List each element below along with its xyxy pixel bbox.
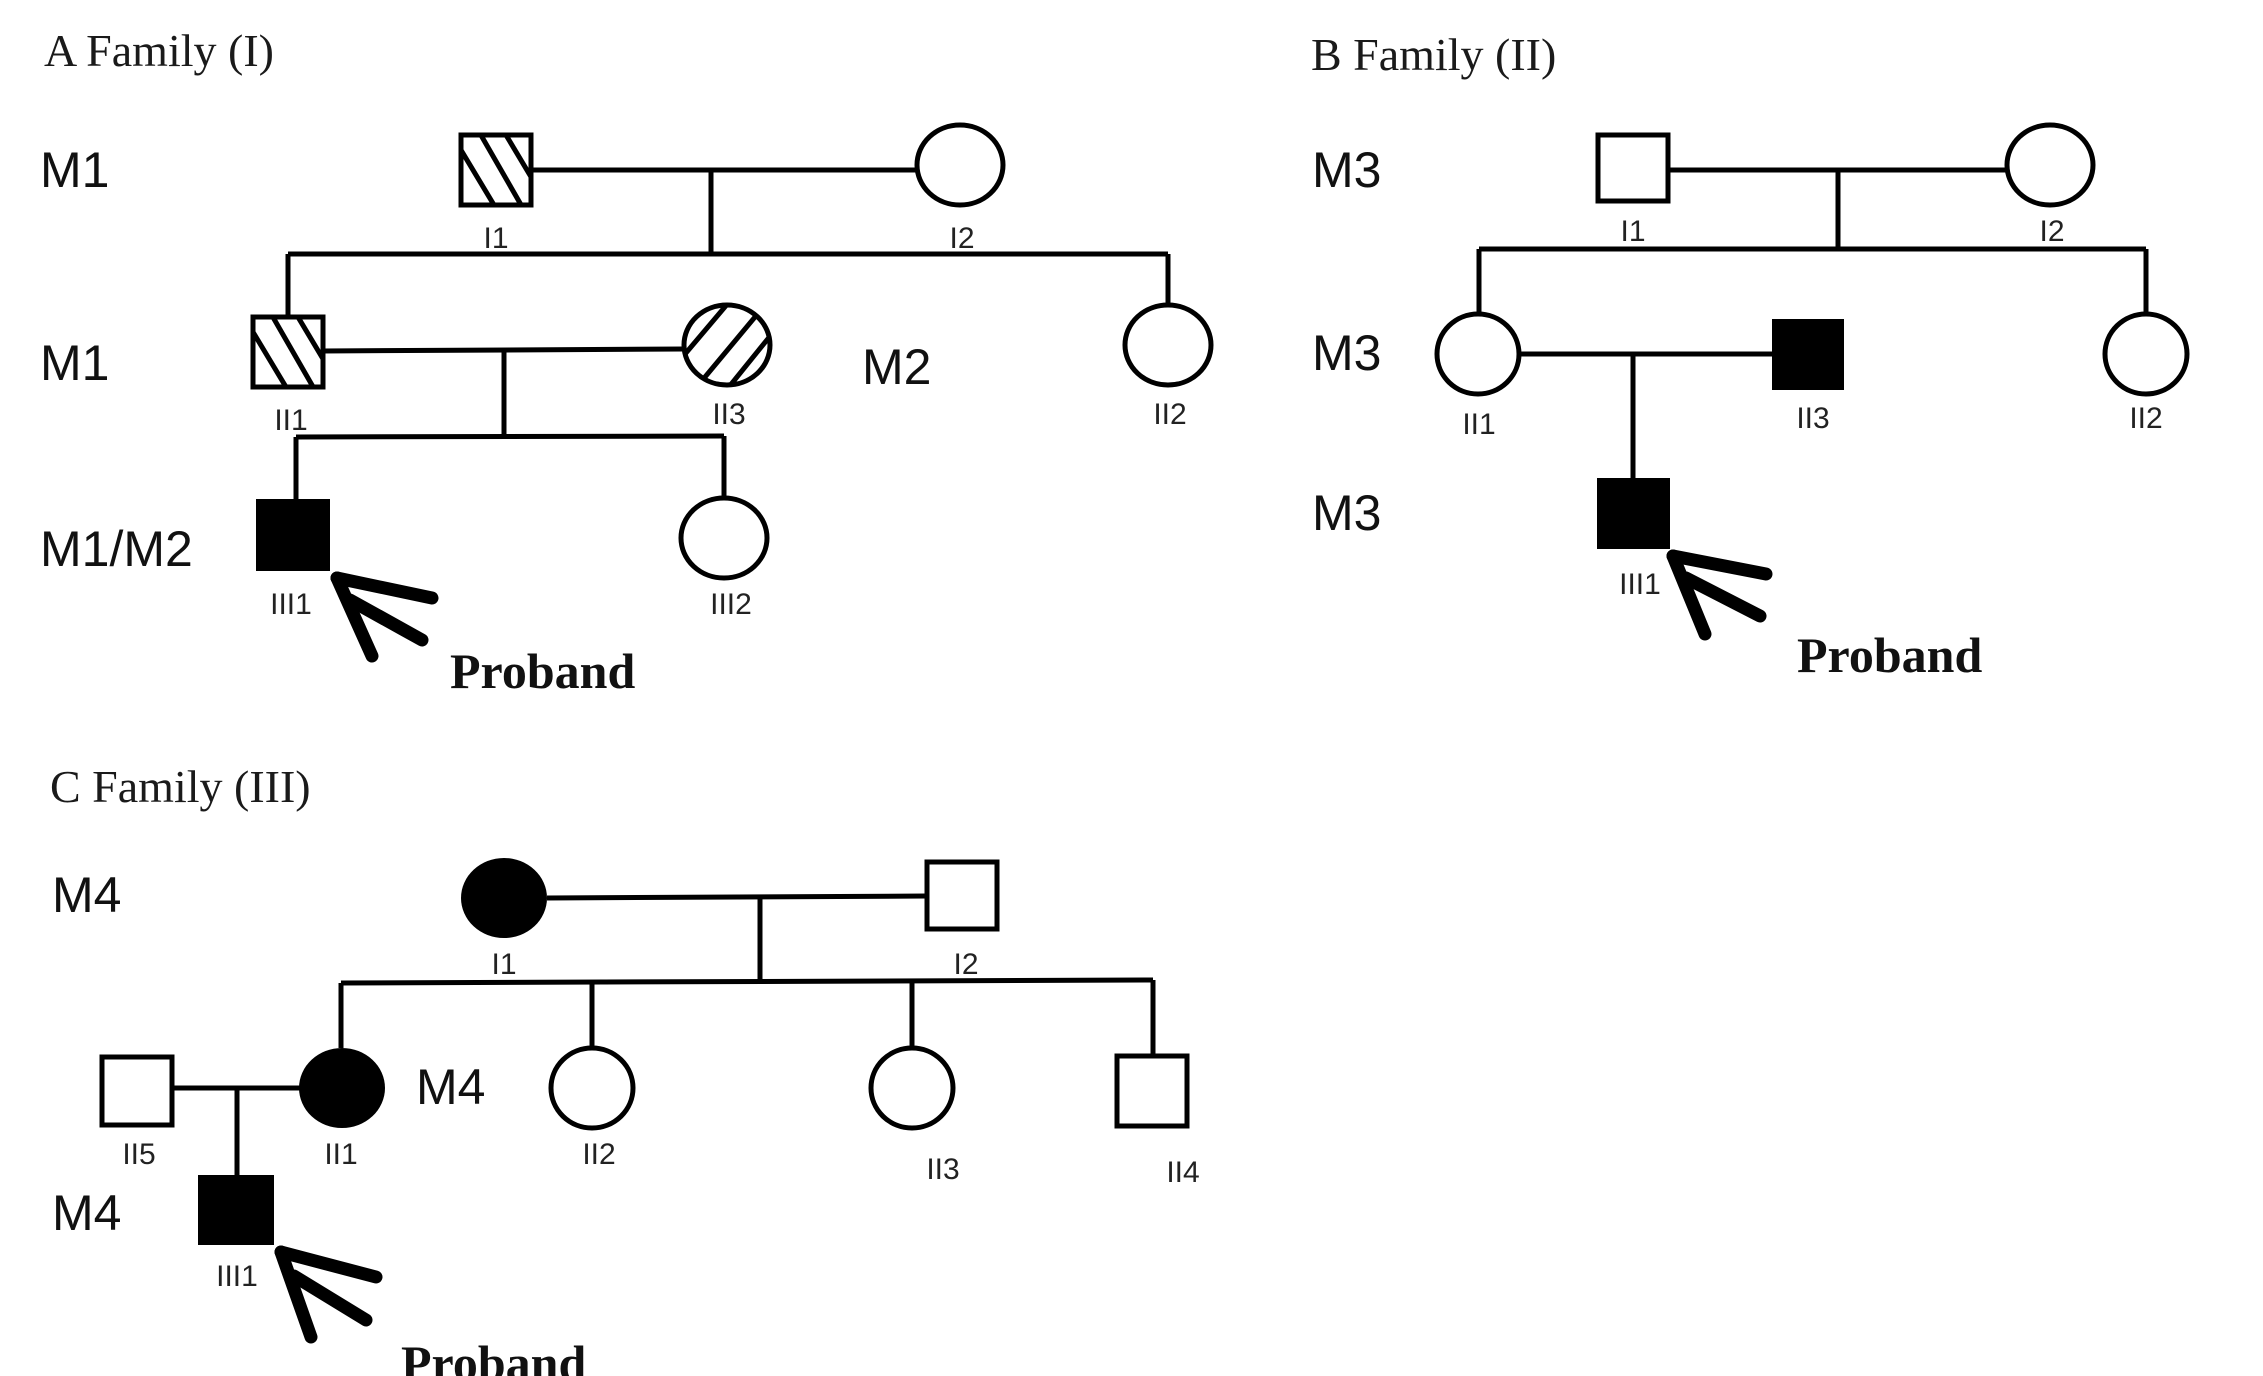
generation-label: M4 xyxy=(416,1059,485,1115)
generation-label: M4 xyxy=(52,867,121,923)
panel-a: A Family (I) M1 M1 M2 M1/M2 I1 I2 xyxy=(40,25,1214,699)
individual-a-II1 xyxy=(250,314,326,390)
individual-id: III2 xyxy=(710,588,752,621)
individual-id: I2 xyxy=(949,222,974,255)
generation-label: M4 xyxy=(52,1185,121,1241)
female-unaffected-symbol xyxy=(914,122,1006,208)
male-carrier-symbol xyxy=(250,314,326,390)
individual-id: II3 xyxy=(926,1153,959,1186)
individual-id: I2 xyxy=(953,948,978,981)
panel-c-title: C Family (III) xyxy=(50,761,311,812)
panel-c: C Family (III) M4 M4 M4 I1 I2 II5 II1 II… xyxy=(50,761,1200,1376)
individual-id: III1 xyxy=(1619,568,1661,601)
female-unaffected-symbol xyxy=(548,1045,636,1131)
male-carrier-symbol xyxy=(458,132,534,208)
male-affected-symbol xyxy=(256,499,330,571)
generation-label: M3 xyxy=(1312,485,1381,541)
individual-id: I1 xyxy=(491,948,516,981)
individual-id: I1 xyxy=(483,222,508,255)
generation-label: M3 xyxy=(1312,325,1381,381)
female-carrier-symbol xyxy=(681,302,773,388)
individual-id: III1 xyxy=(270,588,312,621)
female-unaffected-symbol xyxy=(2102,311,2190,397)
panel-b: B Family (II) M3 M3 M3 I1 I2 II1 II3 II2… xyxy=(1311,29,2190,683)
individual-id: II5 xyxy=(122,1138,155,1171)
female-affected-symbol xyxy=(299,1048,385,1128)
sibship-line xyxy=(340,977,1154,986)
panel-b-title: B Family (II) xyxy=(1311,29,1556,80)
female-unaffected-symbol xyxy=(1122,302,1214,388)
individual-id: II3 xyxy=(712,398,745,431)
individual-a-I1 xyxy=(458,132,534,208)
male-affected-symbol xyxy=(1772,319,1844,390)
individual-id: III1 xyxy=(216,1260,258,1293)
individual-id: II1 xyxy=(1462,408,1495,441)
female-unaffected-symbol xyxy=(678,495,770,581)
individual-id: II3 xyxy=(1796,402,1829,435)
male-affected-symbol xyxy=(1597,478,1670,549)
generation-label: M1 xyxy=(40,335,109,391)
couple-line xyxy=(546,893,928,901)
individual-id: II2 xyxy=(2129,402,2162,435)
female-unaffected-symbol xyxy=(2004,122,2096,208)
individual-id: II4 xyxy=(1166,1156,1199,1189)
generation-label: M3 xyxy=(1312,142,1381,198)
male-unaffected-symbol xyxy=(1114,1053,1190,1129)
female-unaffected-symbol xyxy=(868,1045,956,1131)
proband-label: Proband xyxy=(401,1335,586,1376)
male-unaffected-symbol xyxy=(924,859,1000,932)
female-unaffected-symbol xyxy=(1434,311,1522,397)
proband-label: Proband xyxy=(450,643,635,699)
individual-a-II3 xyxy=(681,302,773,388)
proband-arrow-icon xyxy=(274,1245,383,1344)
panel-a-title: A Family (I) xyxy=(44,25,274,76)
generation-label: M1 xyxy=(40,142,109,198)
proband-label: Proband xyxy=(1797,627,1982,683)
sibship-line xyxy=(295,433,725,440)
individual-id: II1 xyxy=(324,1138,357,1171)
female-affected-symbol xyxy=(461,858,547,938)
generation-label: M1/M2 xyxy=(40,521,193,577)
individual-id: II1 xyxy=(274,404,307,437)
male-unaffected-symbol xyxy=(99,1054,175,1128)
male-unaffected-symbol xyxy=(1595,132,1671,204)
individual-id: I1 xyxy=(1620,215,1645,248)
individual-id: I2 xyxy=(2039,215,2064,248)
generation-label: M2 xyxy=(862,339,931,395)
male-affected-symbol xyxy=(198,1175,274,1245)
proband-arrow-icon xyxy=(1666,549,1773,641)
proband-arrow-icon xyxy=(330,571,439,663)
individual-id: II2 xyxy=(582,1138,615,1171)
individual-id: II2 xyxy=(1153,398,1186,431)
